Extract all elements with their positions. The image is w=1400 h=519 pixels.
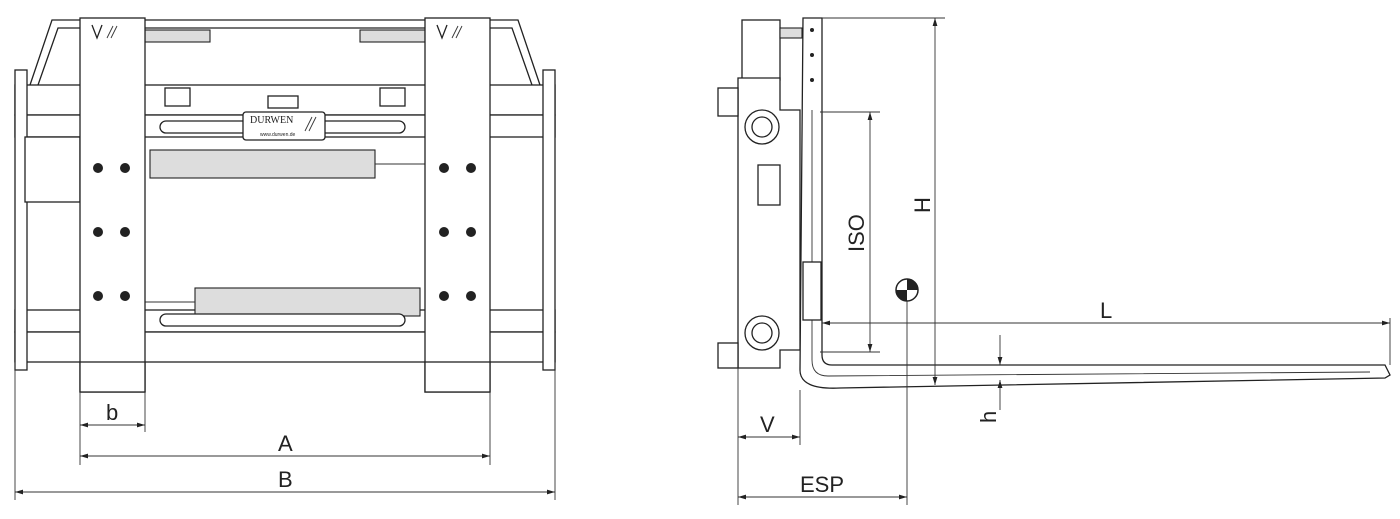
guide-roller-upper [744, 109, 780, 145]
upper-cylinder [149, 149, 376, 179]
durwen-logo: DURWEN www.durwen.de [242, 111, 326, 141]
front-view: DURWEN www.durwen.de b A B [14, 17, 556, 500]
side-view: V ESP ISO H L h [717, 17, 1391, 505]
dim-ESP-label: ESP [800, 472, 844, 497]
dim-H-label: H [910, 197, 935, 213]
logo-url: www.durwen.de [260, 132, 296, 138]
v-mark-icon [436, 24, 448, 40]
dim-b-label: b [106, 400, 118, 425]
v-mark-icon [91, 24, 103, 40]
dim-B-label: B [278, 467, 293, 492]
top-block [741, 19, 781, 81]
fork-blade [799, 17, 1391, 389]
rack-right [359, 29, 426, 43]
fork-carriage-right [424, 17, 491, 393]
logo-brand: DURWEN [250, 115, 293, 126]
valve-block [24, 136, 81, 203]
fork-carriage-left [79, 17, 146, 393]
rack-left [144, 29, 211, 43]
center-of-gravity-icon [895, 278, 919, 302]
dim-V-label: V [760, 412, 775, 437]
dim-ISO-label: ISO [844, 214, 869, 252]
dim-h-label: h [976, 411, 1001, 423]
top-guard [29, 19, 541, 86]
lower-cylinder [194, 287, 421, 317]
guide-roller-lower [744, 315, 780, 351]
dim-L-label: L [1100, 298, 1112, 323]
dim-A-label: A [278, 431, 293, 456]
